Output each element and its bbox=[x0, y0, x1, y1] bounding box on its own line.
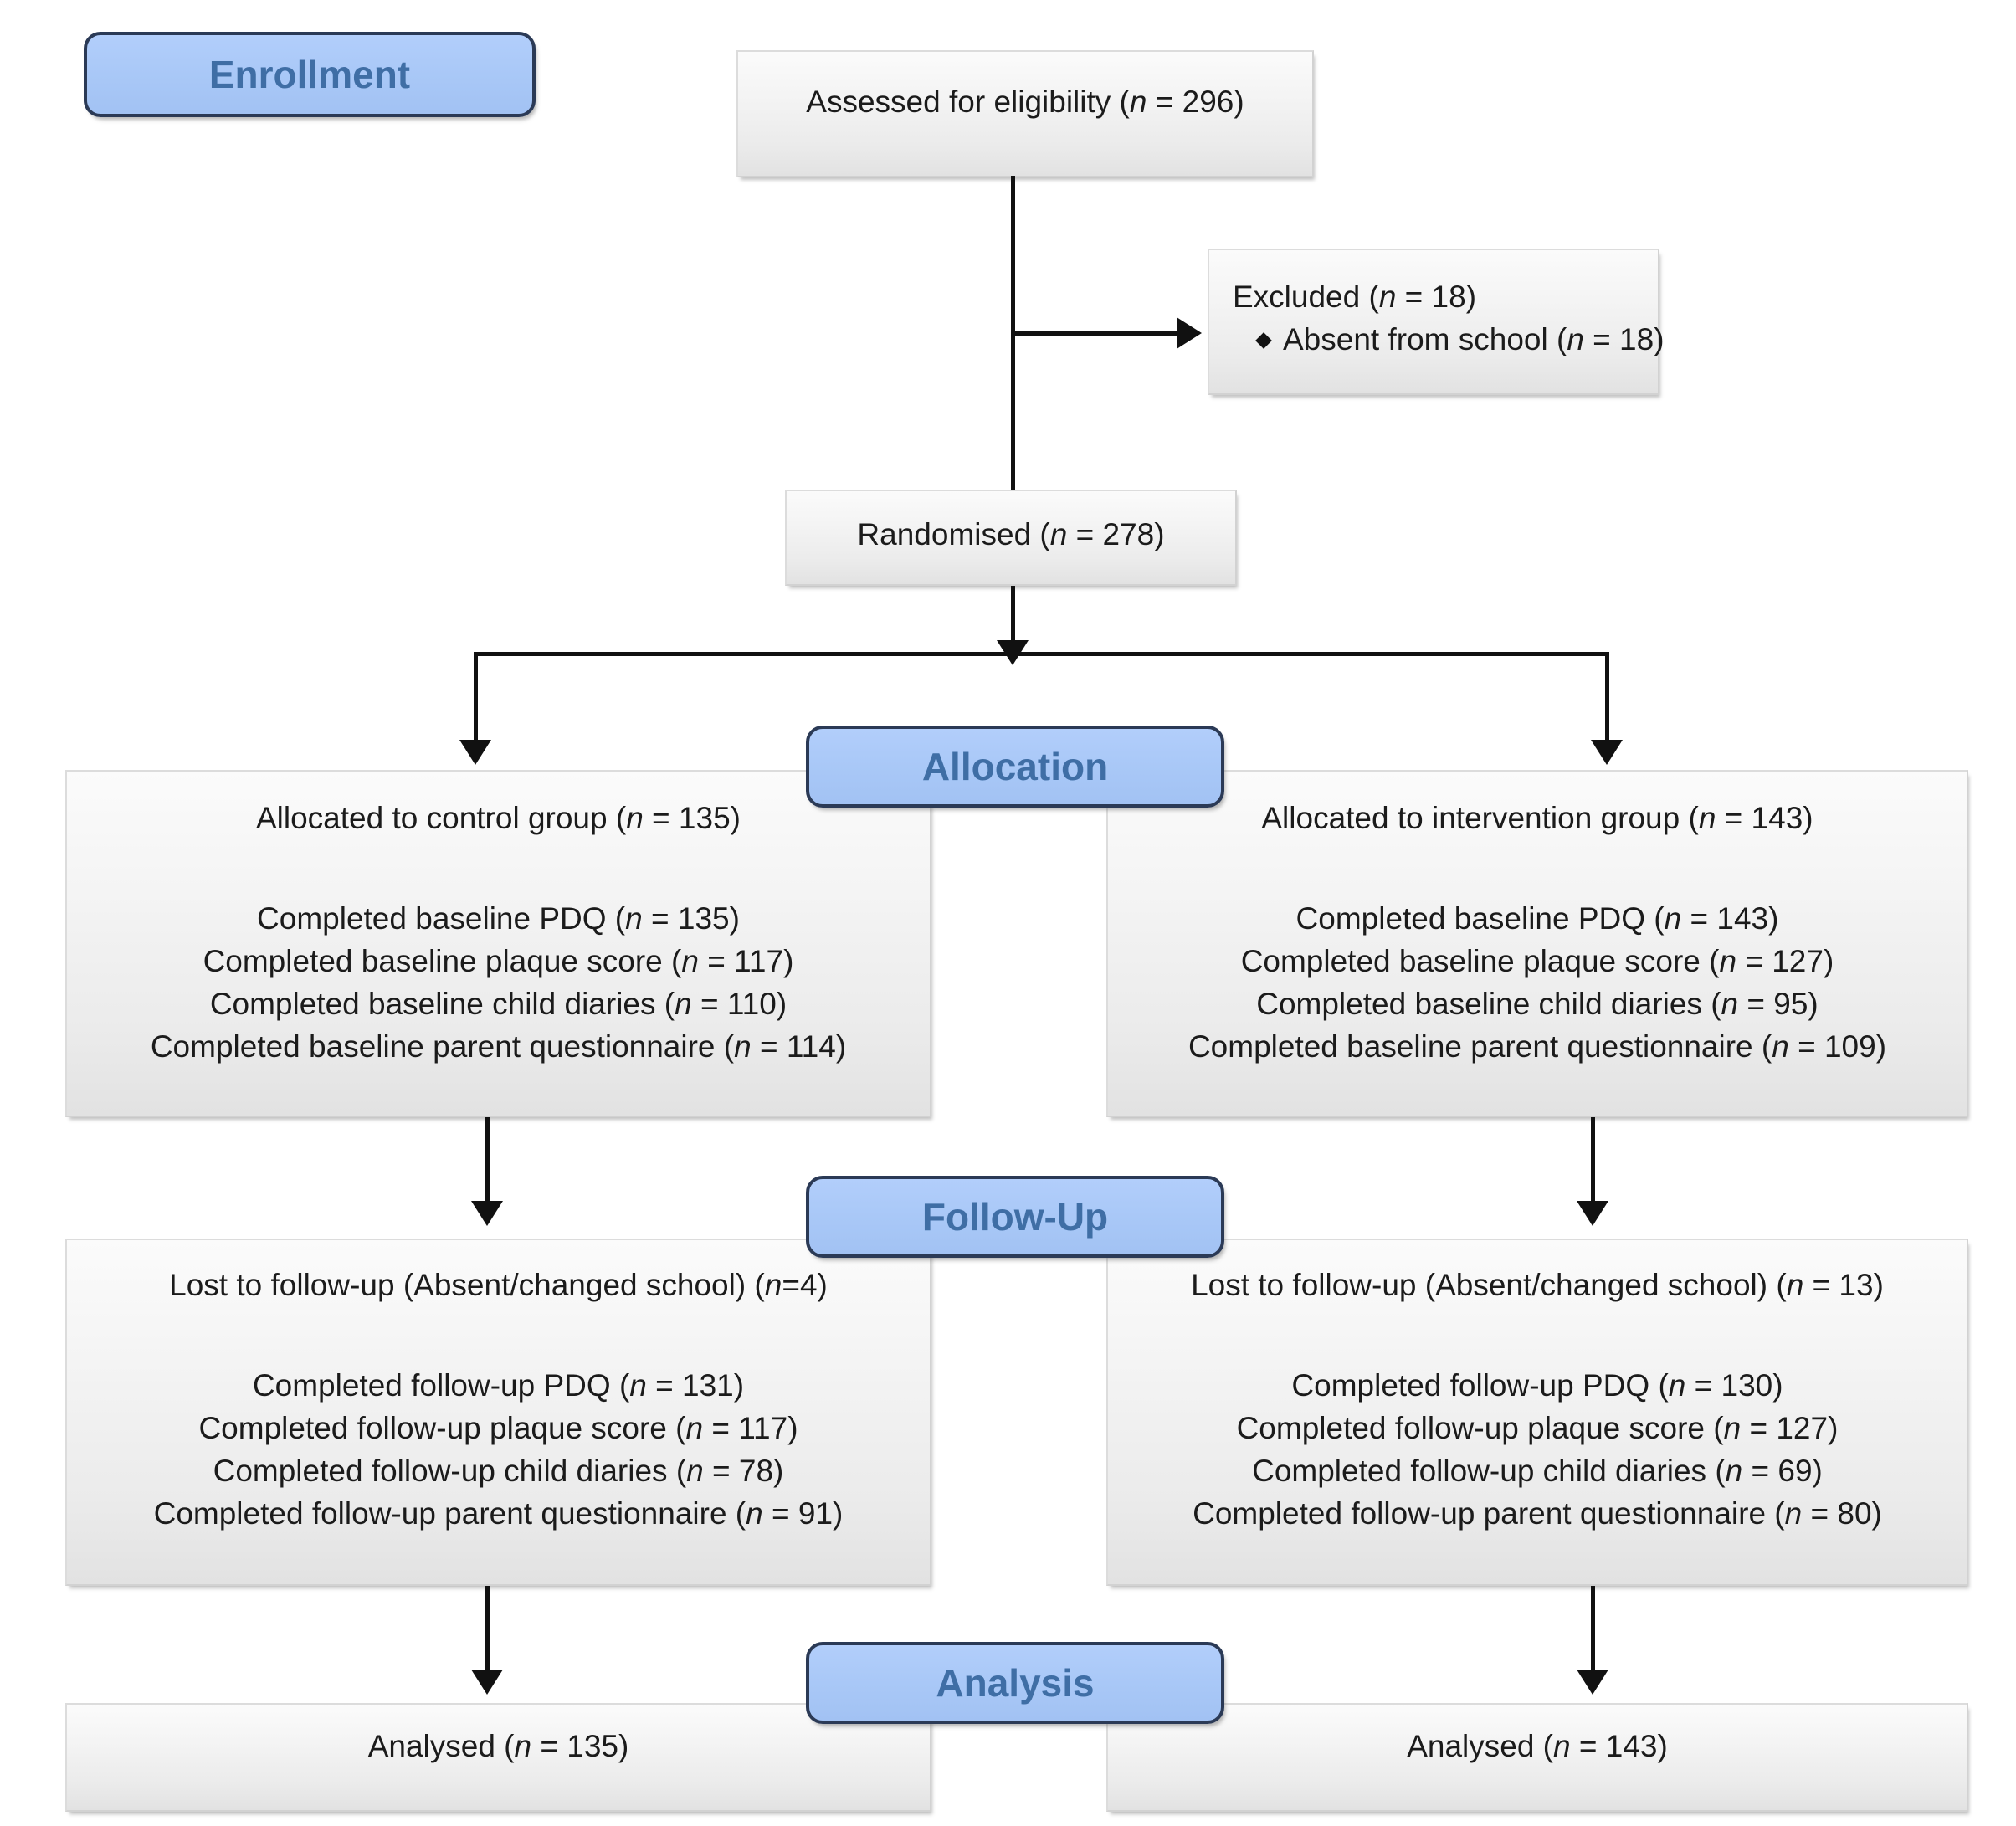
connector-allocation-to-followup-intervention bbox=[1591, 1117, 1595, 1209]
stage-label-followup: Follow-Up bbox=[806, 1176, 1224, 1258]
connector-split-right bbox=[1605, 652, 1609, 746]
followup-intervention-header: Lost to follow-up (Absent/changed school… bbox=[1191, 1268, 1884, 1302]
allocation-intervention-line-4: Completed baseline parent questionnaire … bbox=[1188, 1029, 1887, 1064]
followup-intervention-line-1: Completed follow-up PDQ (n = 130) bbox=[1291, 1368, 1783, 1403]
allocation-intervention-line-2: Completed baseline plaque score (n = 127… bbox=[1240, 944, 1834, 979]
followup-control-header: Lost to follow-up (Absent/changed school… bbox=[169, 1268, 828, 1302]
connector-followup-to-analysis-intervention bbox=[1591, 1586, 1595, 1678]
box-followup-intervention: Lost to follow-up (Absent/changed school… bbox=[1106, 1239, 1968, 1586]
arrow-allocation-control bbox=[459, 740, 491, 765]
allocation-control-line-2: Completed baseline plaque score (n = 117… bbox=[203, 944, 794, 979]
allocation-control-line-1: Completed baseline PDQ (n = 135) bbox=[257, 901, 740, 936]
box-assessed-for-eligibility: Assessed for eligibility (n = 296) bbox=[736, 50, 1314, 177]
stage-label-analysis: Analysis bbox=[806, 1642, 1224, 1724]
followup-intervention-line-2: Completed follow-up plaque score (n = 12… bbox=[1236, 1411, 1839, 1446]
arrow-followup-intervention bbox=[1577, 1201, 1608, 1226]
followup-control-line-1: Completed follow-up PDQ (n = 131) bbox=[252, 1368, 745, 1403]
box-excluded: Excluded (n = 18) Absent from school (n … bbox=[1208, 249, 1665, 395]
arrow-analysis-control bbox=[471, 1670, 503, 1695]
allocation-control-header: Allocated to control group (n = 135) bbox=[255, 801, 741, 835]
allocation-intervention-line-3: Completed baseline child diaries (n = 95… bbox=[1256, 987, 1819, 1022]
diamond-bullet-icon bbox=[1255, 332, 1272, 349]
allocation-control-line-3: Completed baseline child diaries (n = 11… bbox=[209, 987, 787, 1022]
followup-control-line-4: Completed follow-up parent questionnaire… bbox=[153, 1496, 844, 1531]
allocation-control-line-4: Completed baseline parent questionnaire … bbox=[150, 1029, 847, 1064]
followup-control-line-3: Completed follow-up child diaries (n = 7… bbox=[213, 1454, 784, 1489]
arrow-randomised-split bbox=[997, 640, 1029, 665]
connector-followup-to-analysis-control bbox=[485, 1586, 490, 1678]
followup-intervention-line-4: Completed follow-up parent questionnaire… bbox=[1193, 1496, 1882, 1531]
connector-split-left bbox=[474, 652, 478, 746]
connector-excluded-branch bbox=[1011, 331, 1178, 336]
box-followup-control: Lost to follow-up (Absent/changed school… bbox=[65, 1239, 931, 1586]
allocation-intervention-header: Allocated to intervention group (n = 143… bbox=[1261, 801, 1813, 835]
analysis-control-line: Analysed (n = 135) bbox=[367, 1729, 629, 1763]
stage-label-enrollment: Enrollment bbox=[84, 32, 536, 117]
stage-label-enrollment-text: Enrollment bbox=[208, 53, 411, 96]
assessed-line: Assessed for eligibility (n = 296) bbox=[806, 85, 1244, 119]
stage-label-allocation-text: Allocation bbox=[921, 745, 1109, 788]
box-analysis-control: Analysed (n = 135) bbox=[65, 1703, 931, 1812]
box-analysis-intervention: Analysed (n = 143) bbox=[1106, 1703, 1968, 1812]
stage-label-analysis-text: Analysis bbox=[936, 1661, 1095, 1705]
stage-label-allocation: Allocation bbox=[806, 726, 1224, 808]
connector-split-bar bbox=[474, 652, 1608, 656]
followup-intervention-line-3: Completed follow-up child diaries (n = 6… bbox=[1252, 1454, 1823, 1489]
arrow-allocation-intervention bbox=[1591, 740, 1623, 765]
connector-randomised-down bbox=[1011, 586, 1015, 661]
allocation-intervention-line-1: Completed baseline PDQ (n = 143) bbox=[1295, 901, 1779, 936]
excluded-bullet-item: Absent from school (n = 18) bbox=[1233, 318, 1665, 361]
analysis-intervention-line: Analysed (n = 143) bbox=[1407, 1729, 1668, 1763]
box-allocation-control: Allocated to control group (n = 135) Com… bbox=[65, 770, 931, 1117]
stage-label-followup-text: Follow-Up bbox=[921, 1195, 1109, 1239]
arrow-excluded bbox=[1177, 317, 1202, 349]
excluded-heading: Excluded (n = 18) bbox=[1233, 280, 1477, 314]
arrow-analysis-intervention bbox=[1577, 1670, 1608, 1695]
box-randomised: Randomised (n = 278) bbox=[785, 490, 1237, 586]
randomised-line: Randomised (n = 278) bbox=[857, 517, 1165, 551]
box-allocation-intervention: Allocated to intervention group (n = 143… bbox=[1106, 770, 1968, 1117]
connector-allocation-to-followup-control bbox=[485, 1117, 490, 1209]
followup-control-line-2: Completed follow-up plaque score (n = 11… bbox=[198, 1411, 798, 1446]
arrow-followup-control bbox=[471, 1201, 503, 1226]
